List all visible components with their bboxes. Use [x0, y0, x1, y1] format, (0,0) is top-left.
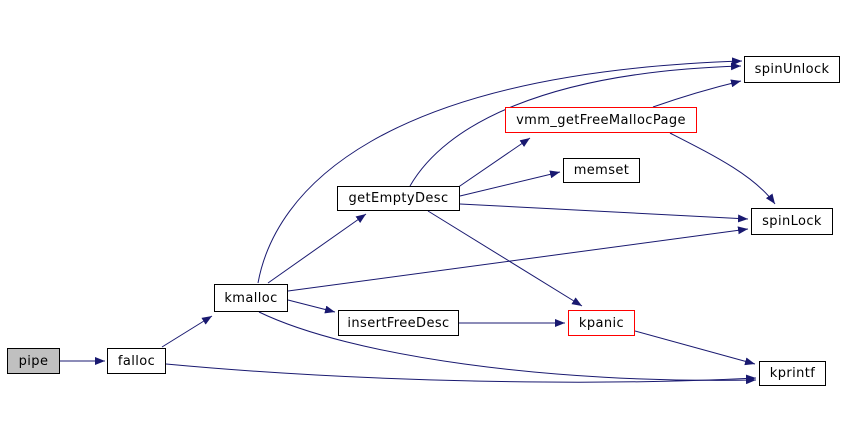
edge-kpanic-to-kprintf [634, 330, 756, 366]
node-kmalloc[interactable]: kmalloc [214, 284, 288, 312]
node-insertFreeDesc[interactable]: insertFreeDesc [338, 310, 459, 336]
edge-getEmptyDesc-to-spinLock [459, 203, 749, 223]
node-spinUnlock[interactable]: spinUnlock [744, 56, 840, 83]
edge-getEmptyDesc-to-memset [459, 170, 561, 197]
edge-getEmptyDesc-to-spinUnlock [409, 62, 742, 187]
edge-group [60, 57, 776, 385]
node-pipe: pipe [7, 348, 60, 374]
edge-getEmptyDesc-to-vmm_getFreeMallocPage [456, 137, 531, 189]
edge-kmalloc-to-kprintf [258, 311, 757, 385]
edge-vmm_getFreeMallocPage-to-spinLock [669, 132, 776, 205]
node-memset[interactable]: memset [563, 158, 640, 183]
node-kpanic[interactable]: kpanic [568, 310, 635, 336]
node-getEmptyDesc[interactable]: getEmptyDesc [337, 186, 460, 211]
edge-kmalloc-to-insertFreeDesc [287, 299, 336, 314]
edge-vmm_getFreeMallocPage-to-spinUnlock [652, 79, 742, 108]
edge-getEmptyDesc-to-kpanic [427, 210, 583, 307]
node-vmm_getFreeMallocPage[interactable]: vmm_getFreeMallocPage [505, 107, 697, 133]
node-falloc[interactable]: falloc [107, 348, 166, 374]
edge-falloc-to-kmalloc [161, 315, 213, 348]
edge-kmalloc-to-getEmptyDesc [267, 213, 367, 284]
edge-kmalloc-to-spinLock [287, 226, 749, 292]
edge-kmalloc-to-spinUnlock [257, 57, 743, 284]
node-spinLock[interactable]: spinLock [751, 208, 833, 235]
node-kprintf[interactable]: kprintf [759, 361, 826, 386]
